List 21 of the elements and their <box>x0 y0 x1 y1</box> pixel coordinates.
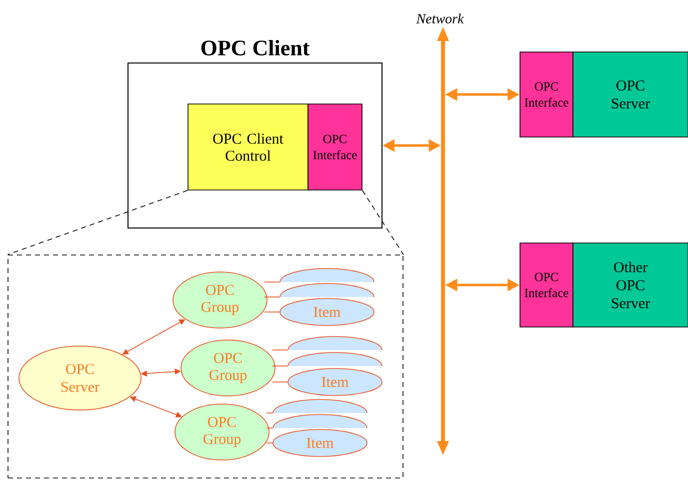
detail-box <box>8 254 404 478</box>
connector-line <box>266 442 273 444</box>
control-box: OPC Client Control <box>188 104 308 190</box>
item-ellipse <box>272 399 368 414</box>
connector-line <box>264 296 280 298</box>
interface-box: OPC Interface <box>308 104 362 190</box>
item-ellipse <box>288 336 382 350</box>
connector-line <box>7 190 188 255</box>
connector-line <box>362 190 404 255</box>
item-ellipse <box>272 414 368 428</box>
server-box: Other OPC Server <box>572 242 688 328</box>
interface-box: OPC Interface <box>520 52 574 138</box>
node-label: OPC Client <box>201 40 310 56</box>
interface-box: OPC Interface <box>520 242 574 328</box>
network-bus: Network <box>416 14 464 455</box>
item-ellipse <box>280 283 374 298</box>
item-ellipse <box>288 352 382 366</box>
node-label: Network <box>416 14 464 24</box>
item-ellipse <box>280 268 374 282</box>
connector-line <box>266 412 274 414</box>
server-box: OPC Server <box>572 52 688 138</box>
